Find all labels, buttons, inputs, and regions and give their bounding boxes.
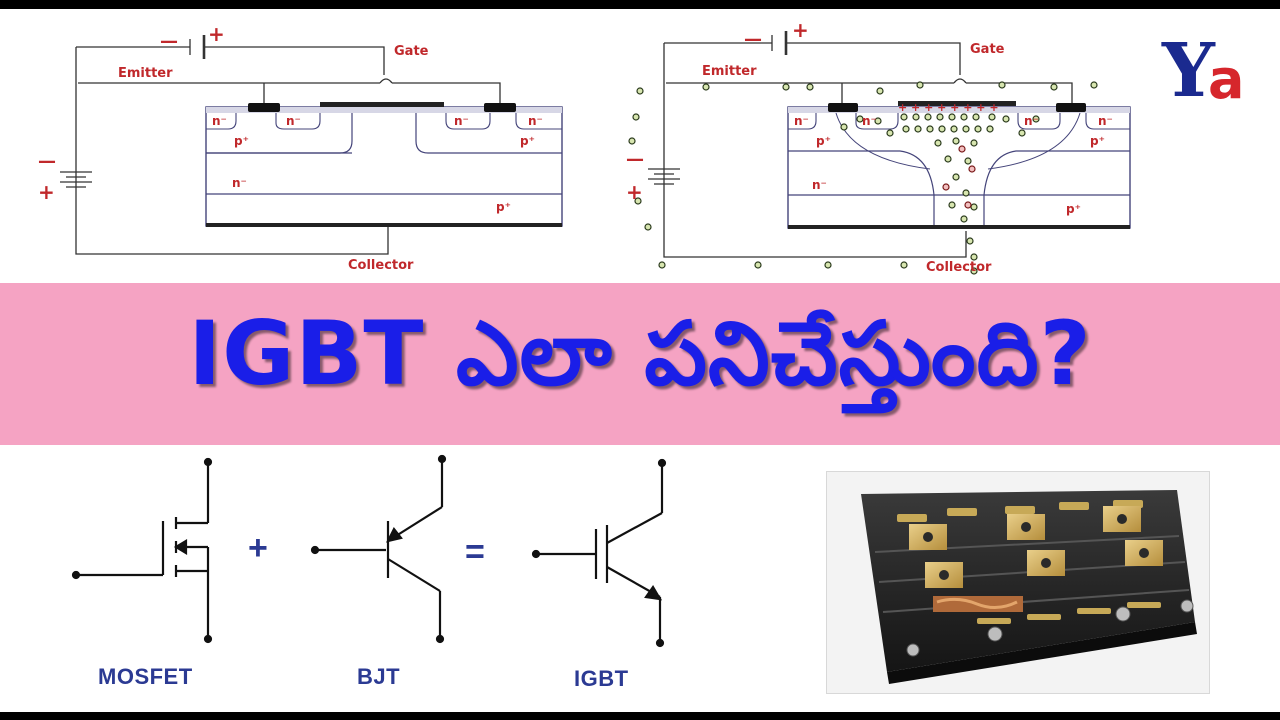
gate-label: Gate xyxy=(394,44,429,59)
side-minus: — xyxy=(38,151,56,172)
bjt-label: BJT xyxy=(357,664,401,689)
mosfet-label: MOSFET xyxy=(98,664,193,689)
n-minus-label: n⁻ xyxy=(286,114,301,128)
bottom-frame-bar xyxy=(0,712,1280,720)
n-minus-label: n⁻ xyxy=(212,114,227,128)
emitter-label: Emitter xyxy=(702,64,757,79)
p-plus-label: p⁺ xyxy=(520,134,535,148)
p-plus-label: p⁺ xyxy=(234,134,249,148)
p-plus-label: p⁺ xyxy=(1090,134,1105,148)
page-title: IGBT ఎలా పనిచేస్తుంది? xyxy=(188,301,1092,405)
side-plus: + xyxy=(38,180,55,204)
n-minus-label: n⁻ xyxy=(812,178,827,192)
n-minus-label: n⁻ xyxy=(232,176,247,190)
logo-a: a xyxy=(1208,48,1244,108)
channel-logo: Y a xyxy=(1161,28,1244,108)
p-plus-label: p⁺ xyxy=(816,134,831,148)
p-plus-label: p⁺ xyxy=(496,200,511,214)
igbt-cross-section-off: Gate Emitter Collector — + — + n⁻ n⁻ n⁻ … xyxy=(38,22,563,273)
circuit-symbols: + = xyxy=(71,454,667,648)
battery-minus: — xyxy=(160,31,178,52)
n-minus-label: n⁻ xyxy=(454,114,469,128)
plus-sign: + xyxy=(248,529,268,567)
side-plus: + xyxy=(626,180,643,204)
p-plus-label: p⁺ xyxy=(1066,202,1081,216)
equals-sign: = xyxy=(465,533,485,571)
collector-label: Collector xyxy=(926,260,992,275)
igbt-module-photo xyxy=(826,471,1210,694)
collector-label: Collector xyxy=(348,258,414,273)
side-minus: — xyxy=(626,149,644,170)
battery-plus: + xyxy=(792,18,809,42)
emitter-label: Emitter xyxy=(118,66,173,81)
n-minus-label: n⁻ xyxy=(862,114,877,128)
battery-plus: + xyxy=(208,22,225,46)
gate-label: Gate xyxy=(970,42,1005,57)
igbt-module-illustration xyxy=(861,490,1197,684)
n-minus-label: n⁻ xyxy=(528,114,543,128)
igbt-label: IGBT xyxy=(574,666,629,691)
igbt-cross-section-on: + + + + + + + + Gate Emitter Collector —… xyxy=(626,18,1131,275)
n-minus-label: n⁻ xyxy=(794,114,809,128)
n-minus-label: n⁻ xyxy=(1098,114,1113,128)
gate-charges: + + + + + + + + xyxy=(898,101,999,114)
logo-y: Y xyxy=(1161,28,1216,108)
title-banner: IGBT ఎలా పనిచేస్తుంది? xyxy=(0,283,1280,445)
n-minus-label: n⁻ xyxy=(1024,114,1039,128)
battery-minus: — xyxy=(744,29,762,50)
top-frame-bar xyxy=(0,0,1280,9)
